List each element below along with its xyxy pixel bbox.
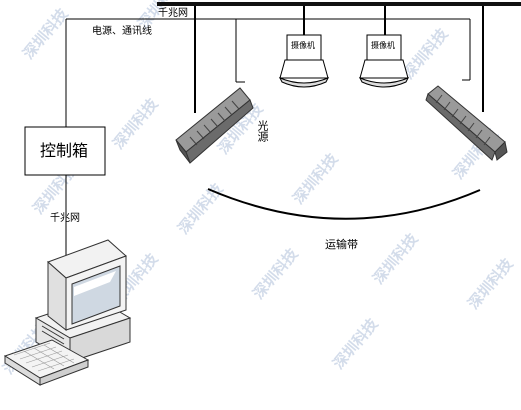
watermark: 深圳科技 (369, 229, 422, 287)
hangers (194, 6, 484, 113)
watermark: 深圳科技 (19, 4, 72, 62)
gigabit-left-label: 千兆网 (50, 213, 80, 224)
top-rail (157, 2, 521, 6)
camera-2-label: 摄像机 (371, 41, 395, 50)
watermark: 深圳科技 (464, 254, 517, 312)
camera-1-label: 摄像机 (291, 41, 315, 50)
watermark: 深圳科技 (329, 314, 382, 372)
conveyor-label: 运输带 (325, 238, 358, 251)
connection-lines (65, 18, 471, 270)
gigabit-top-label: 千兆网 (158, 8, 188, 19)
controller-box (24, 126, 106, 176)
watermark: 深圳科技 (289, 149, 342, 207)
controller-label: 控制箱 (40, 141, 89, 160)
watermark: 深圳科技 (109, 94, 162, 152)
left-light-source (175, 87, 254, 164)
right-light-source (425, 85, 508, 161)
watermark: 深圳科技 (174, 179, 227, 237)
light-source-label: 光源 (256, 120, 269, 142)
watermark: 深圳科技 (249, 244, 302, 302)
power-comm-line-label: 电源、通讯线 (92, 26, 152, 37)
camera-2 (358, 34, 410, 88)
conveyor-belt (207, 188, 481, 220)
camera-1 (278, 34, 330, 88)
computer-icon (3, 239, 132, 386)
